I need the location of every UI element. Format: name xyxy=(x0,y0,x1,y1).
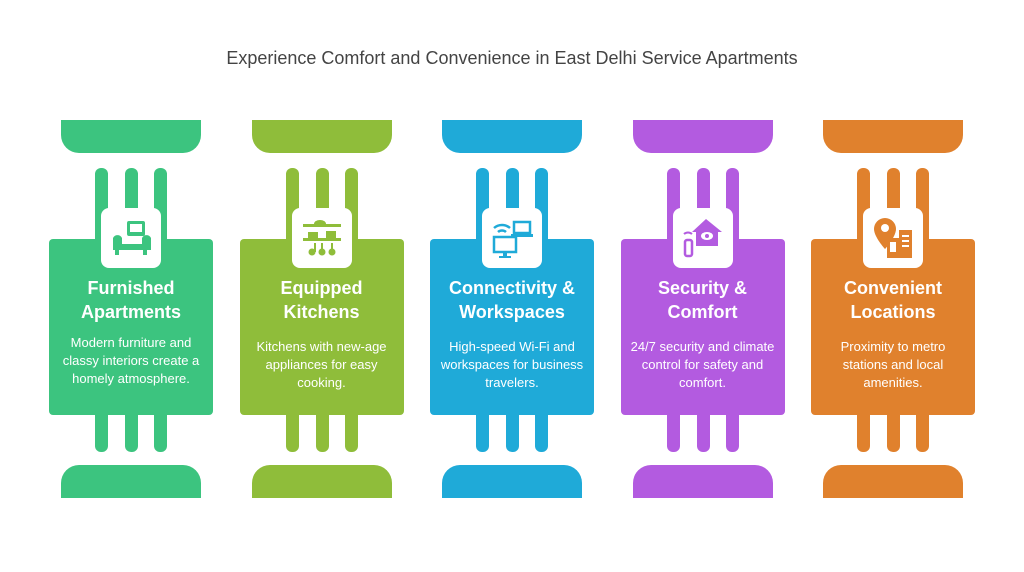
bottom-cap xyxy=(442,465,582,498)
connector-bar xyxy=(154,405,167,452)
top-cap xyxy=(632,120,773,153)
connector-bar xyxy=(506,405,519,452)
connector-bar xyxy=(725,405,739,452)
connector-bar xyxy=(315,405,329,452)
card-description: Kitchens with new-age appliances for eas… xyxy=(256,339,387,390)
feature-card-4: Security & Comfort 24/7 security and clim… xyxy=(620,0,787,572)
sofa-icon xyxy=(101,208,161,268)
card-body xyxy=(49,239,213,415)
card-description: Modern furniture and classy interiors cr… xyxy=(62,335,200,386)
card-body xyxy=(239,239,404,415)
connector-bar xyxy=(666,405,680,452)
page-title: Experience Comfort and Convenience in Ea… xyxy=(226,48,798,68)
card-heading-line1: Security & xyxy=(657,278,748,298)
card-heading: Security & Comfort xyxy=(621,276,785,324)
feature-card-3: Connectivity & Workspaces High-speed Wi-F… xyxy=(430,0,596,572)
card-heading-line1: Furnished xyxy=(87,278,175,298)
top-cap xyxy=(61,120,201,153)
top-cap xyxy=(251,120,392,153)
connector-bar xyxy=(535,405,548,452)
card-heading-line1: Convenient xyxy=(843,278,942,298)
bottom-cap xyxy=(632,465,773,498)
bottom-cap xyxy=(823,465,963,498)
kitchen-shelf-icon xyxy=(291,208,352,268)
card-heading-line2: Workspaces xyxy=(459,302,565,322)
card-heading: Connectivity & Workspaces xyxy=(430,276,594,324)
card-body xyxy=(620,239,785,415)
top-cap xyxy=(442,120,582,153)
top-cap xyxy=(823,120,963,153)
connector-bar xyxy=(887,405,900,452)
card-description: 24/7 security and climate control for sa… xyxy=(630,339,775,390)
card-body xyxy=(811,239,975,415)
card-heading-line1: Equipped xyxy=(280,278,363,298)
connector-bar xyxy=(125,405,138,452)
connector-bar xyxy=(476,405,489,452)
connector-bar xyxy=(916,405,929,452)
home-security-icon xyxy=(672,208,733,268)
connector-bar xyxy=(857,405,870,452)
connector-bar xyxy=(95,405,108,452)
card-heading-line2: Kitchens xyxy=(283,302,360,322)
connector-bar xyxy=(285,405,299,452)
card-heading-line1: Connectivity & xyxy=(448,278,576,298)
card-heading-line2: Comfort xyxy=(667,302,738,322)
card-description: High-speed Wi-Fi and workspaces for busi… xyxy=(440,339,584,390)
bottom-cap xyxy=(251,465,392,498)
wifi-laptop-icon xyxy=(482,208,542,268)
card-body xyxy=(430,239,594,415)
connector-bar xyxy=(344,405,358,452)
location-building-icon xyxy=(863,208,923,268)
card-description: Proximity to metro stations and local am… xyxy=(840,339,946,390)
bottom-cap xyxy=(61,465,201,498)
connector-bar xyxy=(696,405,710,452)
card-heading-line2: Locations xyxy=(850,302,936,322)
card-heading-line2: Apartments xyxy=(80,302,182,322)
